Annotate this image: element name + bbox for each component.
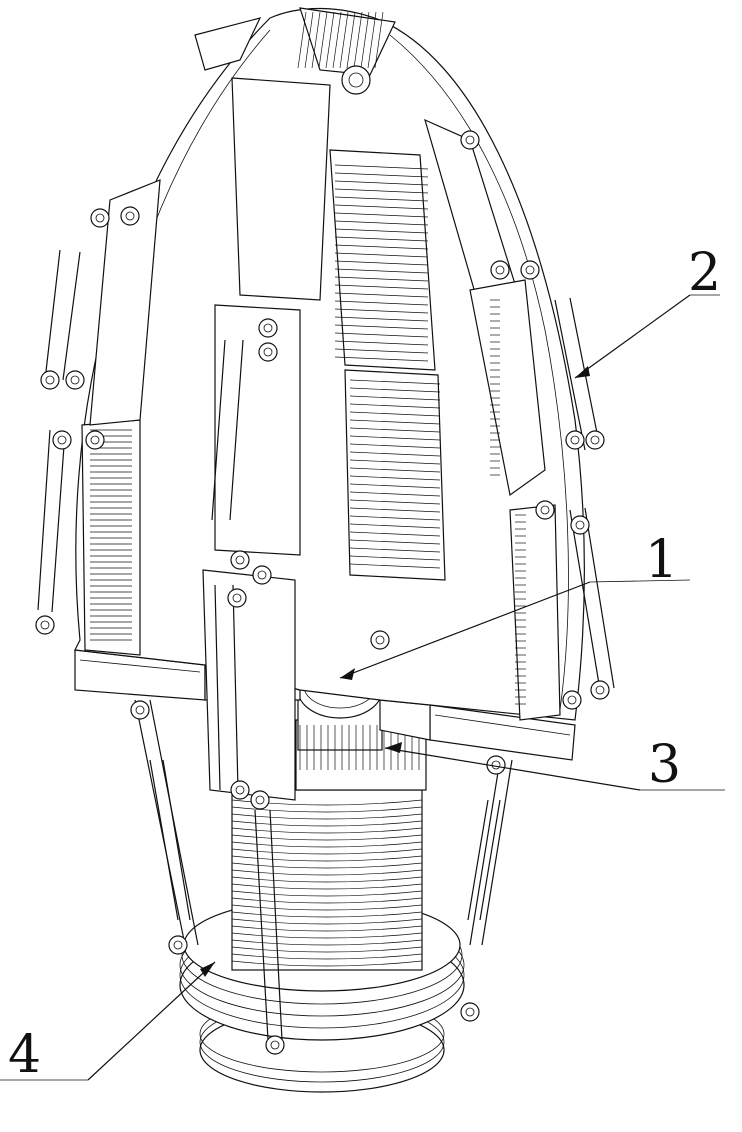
label-4: 4 [8,1025,41,1085]
label-1: 1 [645,530,678,590]
label-2: 2 [688,243,721,303]
threaded-column [232,790,422,970]
label-3: 3 [648,735,681,795]
